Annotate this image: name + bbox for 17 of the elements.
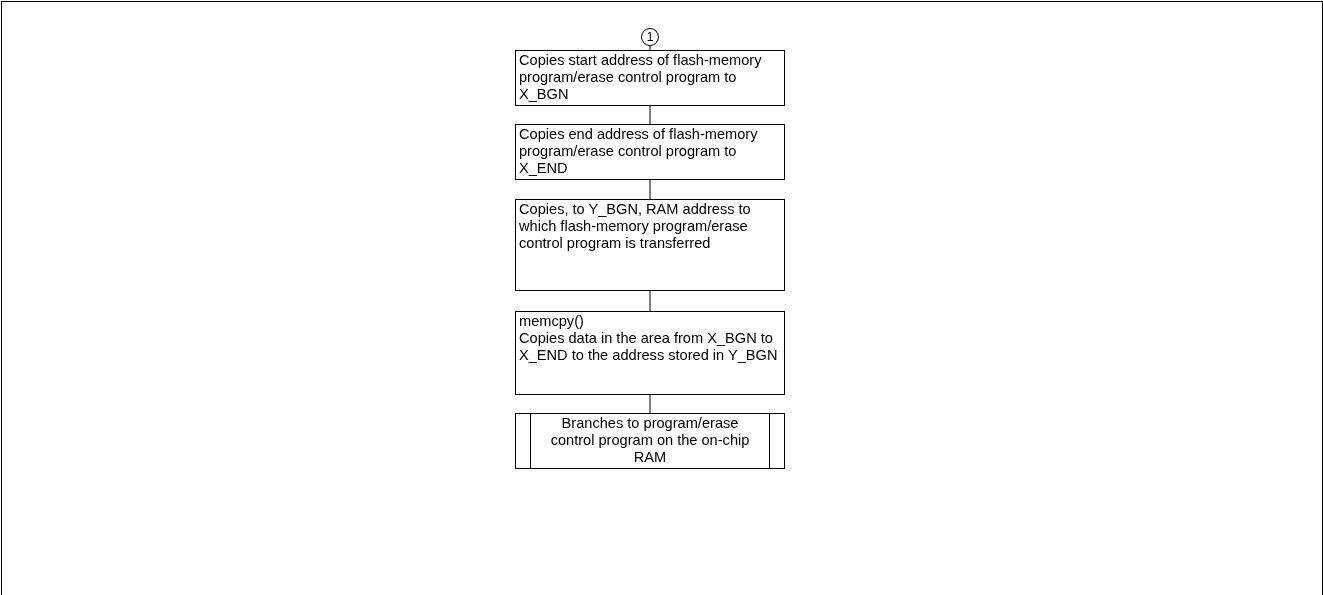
box-text: Copies start address of flash-memory program/erase control program to X_BGN: [519, 52, 763, 103]
box-text: memcpy(): [519, 313, 585, 330]
connector-line: [649, 179, 651, 200]
process-box: [515, 199, 785, 291]
box-text: Copies data in the area from X_BGN to X_END to the address stored in Y_BGN: [519, 330, 779, 364]
box-text: Copies, to Y_BGN, RAM address to which flash-memory program/erase control program is transferred: [519, 201, 752, 252]
subroutine-box: [515, 413, 785, 469]
connector-circle: 1: [641, 28, 659, 46]
box-text: Copies end address of flash-memory program/erase control program to X_END: [519, 126, 759, 177]
process-box: [515, 311, 785, 395]
connector-line: [649, 394, 651, 414]
box-text: Branches to program/erase control program on the on-chip RAM: [549, 415, 751, 466]
connector-line: [649, 45, 651, 51]
connector-line: [649, 105, 651, 125]
process-box: [515, 124, 785, 180]
connector-line: [649, 290, 651, 312]
process-box: [515, 50, 785, 106]
